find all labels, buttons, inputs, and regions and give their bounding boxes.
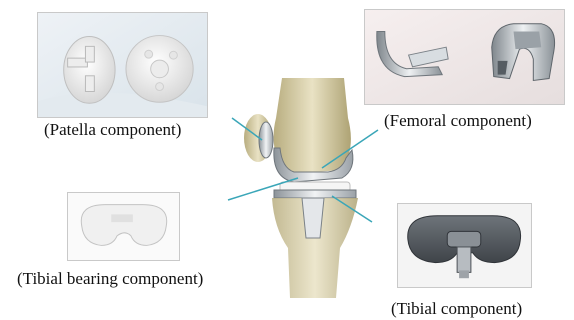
tibial-pointer-line (332, 196, 372, 222)
patella-pointer-line (232, 118, 262, 140)
bearing-pointer-line (228, 178, 298, 200)
femoral-pointer-line (322, 130, 378, 168)
